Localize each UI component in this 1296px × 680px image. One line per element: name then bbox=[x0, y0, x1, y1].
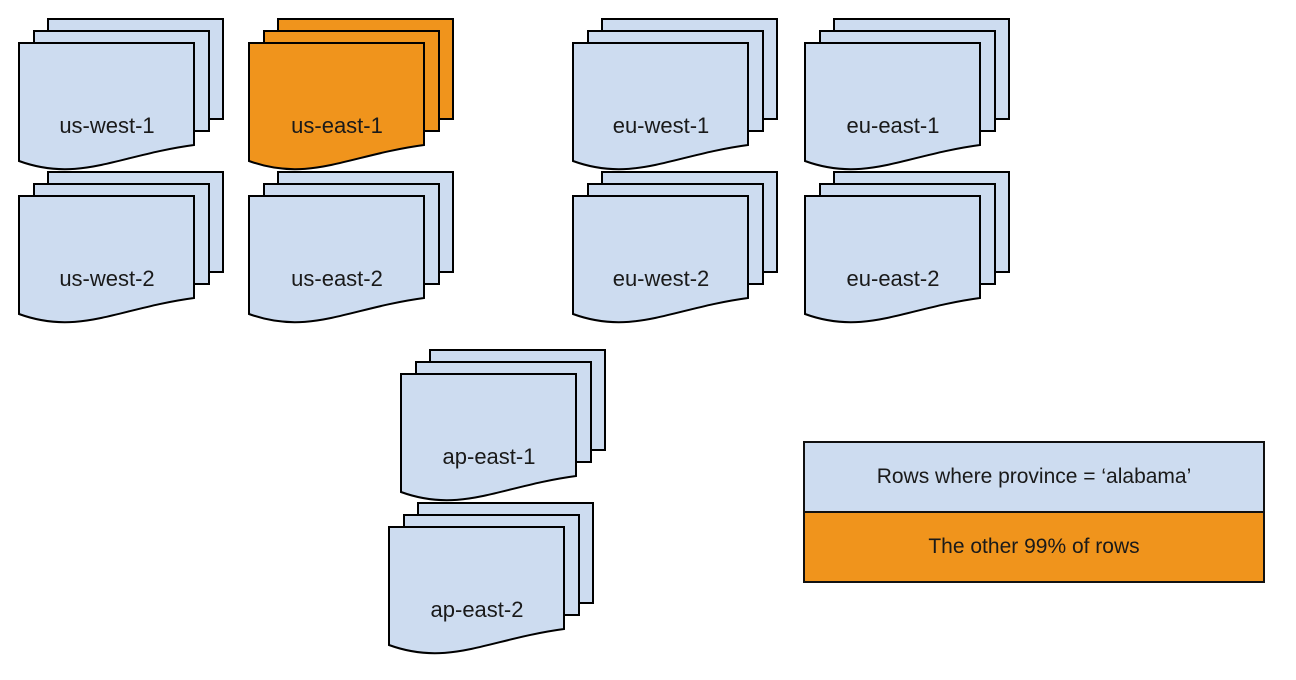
stack-eu-east-2: eu-east-2 bbox=[804, 171, 1010, 324]
document-page-front-icon bbox=[248, 42, 425, 171]
document-page-front-icon bbox=[248, 195, 425, 324]
stack-label: ap-east-1 bbox=[443, 444, 536, 469]
stack-label: us-east-1 bbox=[291, 113, 383, 138]
document-page-front-icon bbox=[400, 373, 577, 502]
document-page-front-icon bbox=[804, 195, 981, 324]
document-page-front-icon bbox=[804, 42, 981, 171]
legend-item-alabama-rows: Rows where province = ‘alabama’ bbox=[805, 443, 1263, 511]
stack-label: eu-east-2 bbox=[847, 266, 940, 291]
stack-label: eu-east-1 bbox=[847, 113, 940, 138]
legend-item-label: The other 99% of rows bbox=[928, 535, 1140, 558]
stack-us-west-2: us-west-2 bbox=[18, 171, 224, 324]
stack-ap-east-2: ap-east-2 bbox=[388, 502, 594, 655]
stack-label: us-west-1 bbox=[59, 113, 154, 138]
stack-label: us-east-2 bbox=[291, 266, 383, 291]
document-page-front-icon bbox=[18, 42, 195, 171]
document-page-front-icon bbox=[572, 42, 749, 171]
stack-ap-east-1: ap-east-1 bbox=[400, 349, 606, 502]
stack-eu-east-1: eu-east-1 bbox=[804, 18, 1010, 171]
legend-item-label: Rows where province = ‘alabama’ bbox=[876, 465, 1192, 488]
stack-label: eu-west-2 bbox=[613, 266, 710, 291]
stack-label: us-west-2 bbox=[59, 266, 154, 291]
stack-us-east-2: us-east-2 bbox=[248, 171, 454, 324]
document-page-front-icon bbox=[388, 526, 565, 655]
stack-eu-west-2: eu-west-2 bbox=[572, 171, 778, 324]
document-page-front-icon bbox=[572, 195, 749, 324]
stack-label: eu-west-1 bbox=[613, 113, 710, 138]
legend-item-other-rows: The other 99% of rows bbox=[805, 511, 1263, 581]
legend: Rows where province = ‘alabama’ The othe… bbox=[803, 441, 1265, 583]
document-page-front-icon bbox=[18, 195, 195, 324]
stack-us-east-1: us-east-1 bbox=[248, 18, 454, 171]
stack-us-west-1: us-west-1 bbox=[18, 18, 224, 171]
stack-eu-west-1: eu-west-1 bbox=[572, 18, 778, 171]
stack-label: ap-east-2 bbox=[431, 597, 524, 622]
